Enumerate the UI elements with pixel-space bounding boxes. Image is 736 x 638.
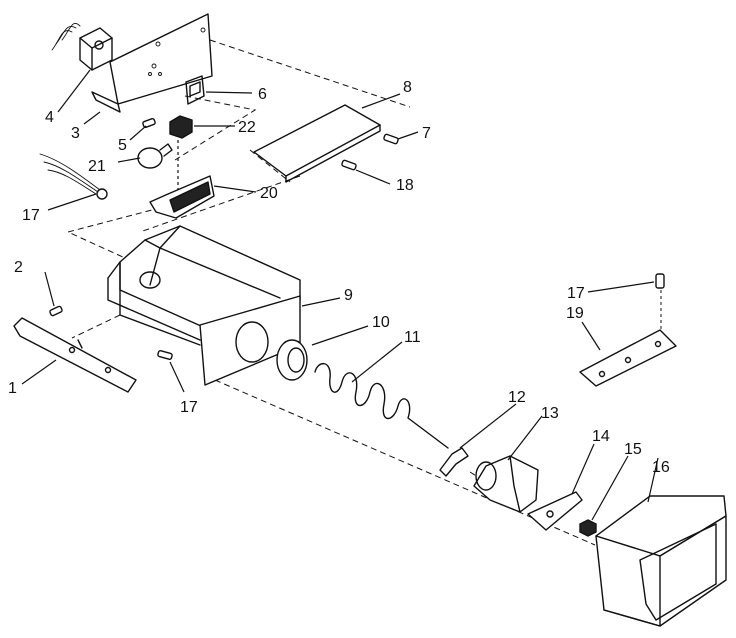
callout-7: 7 [422,125,431,142]
callout-1: 1 [8,380,17,397]
callout-3: 3 [71,125,80,142]
part-1-rail-bracket [13,317,137,393]
callout-16: 16 [652,459,670,476]
callout-8: 8 [403,79,412,96]
part-8-cover-panel [253,104,381,183]
part-10-bearing [276,339,308,381]
callout-15: 15 [624,441,642,458]
callout-11: 11 [404,329,421,346]
callout-12: 12 [508,389,526,406]
callout-14: 14 [592,428,610,445]
part-14-plate [527,491,583,531]
part-11-auger-spring [314,363,449,449]
part-20-bracket [579,329,677,387]
leader-lines [21,69,659,521]
callout-22: 21 [88,158,106,175]
part-22-light-bulb [137,143,173,169]
part-16-front-cover [595,495,727,627]
callout-10: 10 [372,314,390,331]
callout-20: 19 [566,305,584,322]
part-23-lamp-socket [169,115,193,192]
part-18-wire-harness [39,153,108,200]
part-12-blade [439,447,469,477]
part-17-screw-left [157,350,173,360]
callout-18: 17 [22,207,40,224]
part-3-mounting-plate [91,13,213,113]
part-17-screw-right [655,273,665,289]
part-13-crusher-housing [473,455,539,513]
part-9-ice-bin-housing [107,225,301,386]
callout-19: 18 [396,177,414,194]
part-21-grille [149,175,215,219]
callout-17-right: 17 [567,285,585,302]
part-19-screw [341,159,357,171]
callout-4: 4 [45,109,54,126]
part-2-screw [49,305,63,317]
callout-2: 2 [14,259,23,276]
callout-23: 22 [238,119,256,136]
callout-13: 13 [541,405,559,422]
callout-6: 6 [258,86,267,103]
part-5-screw [142,117,156,129]
callout-5: 5 [118,137,127,154]
callout-21: 20 [260,185,278,202]
callout-17-left: 17 [180,399,198,416]
callout-labels: 4 3 5 6 22 21 17 20 8 7 18 9 10 11 12 13… [8,79,670,476]
part-6-bracket [185,75,205,105]
part-4-motor [51,22,113,71]
part-7-screw [383,133,399,145]
callout-9: 9 [344,287,353,304]
part-15-nut [579,519,597,537]
